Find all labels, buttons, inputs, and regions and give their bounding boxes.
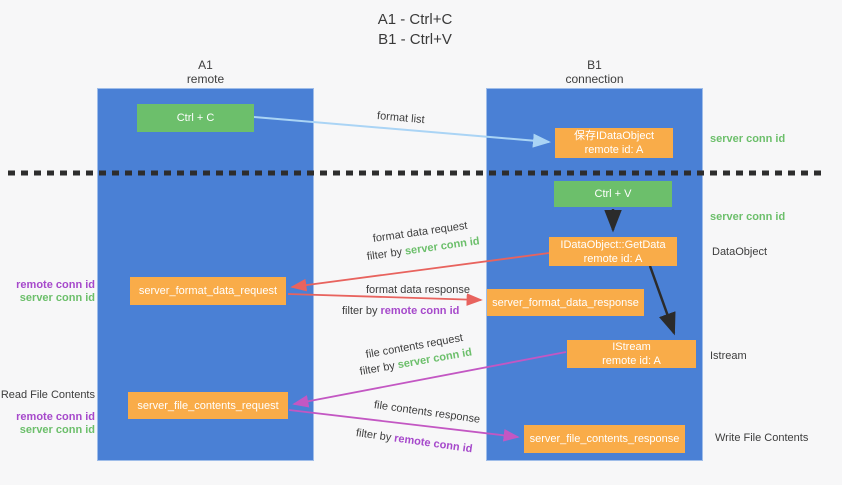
title-line-1: A1 - Ctrl+C bbox=[377, 11, 453, 28]
node-istream-line2: remote id: A bbox=[602, 355, 661, 367]
node-ctrl-v: Ctrl + V bbox=[554, 181, 672, 207]
left-server-conn-id-1: server conn id bbox=[19, 292, 95, 304]
node-save-idataobject: 保存IDataObject remote id: A bbox=[555, 128, 673, 158]
left-remote-conn-id-2: remote conn id bbox=[16, 411, 95, 423]
left-remote-conn-id-1: remote conn id bbox=[16, 279, 95, 291]
right-column-subtitle: connection bbox=[565, 72, 624, 86]
diagram-title: A1 - Ctrl+C B1 - Ctrl+V bbox=[290, 10, 540, 50]
left-column-title: A1 bbox=[198, 58, 213, 72]
right-server-conn-id-1: server conn id bbox=[710, 133, 786, 145]
arrow-getdata-to-istream bbox=[648, 265, 676, 336]
node-ctrl-c-label: Ctrl + C bbox=[176, 112, 215, 124]
right-server-conn-id-2: server conn id bbox=[710, 211, 786, 223]
right-write-file-contents-label: Write File Contents bbox=[715, 432, 809, 444]
arrow-file-contents-request bbox=[292, 351, 567, 408]
title-line-2: B1 - Ctrl+V bbox=[378, 31, 452, 48]
node-server-file-contents-request-label: server_file_contents_request bbox=[137, 399, 279, 412]
arrow-format-data-response bbox=[287, 293, 483, 306]
node-idataobject-getdata-line1: IDataObject::GetData bbox=[560, 238, 666, 251]
node-server-format-data-request-label: server_format_data_request bbox=[138, 285, 278, 297]
node-istream: IStream remote id: A bbox=[567, 340, 696, 368]
node-ctrl-c: Ctrl + C bbox=[137, 104, 254, 132]
right-column-header: B1 connection bbox=[536, 58, 653, 86]
left-column-subtitle: remote bbox=[186, 72, 225, 86]
left-server-conn-id-2: server conn id bbox=[19, 424, 95, 436]
left-label-read-file-contents-group: Read File Contents remote conn id server… bbox=[0, 389, 95, 437]
node-save-idataobject-line1: 保存IDataObject bbox=[573, 130, 655, 142]
node-idataobject-getdata-line2: remote id: A bbox=[583, 252, 643, 265]
node-istream-line1: IStream bbox=[612, 341, 651, 353]
node-save-idataobject-line2: remote id: A bbox=[584, 144, 644, 156]
filter-by-text: filter by bbox=[342, 305, 381, 317]
right-column-title: B1 bbox=[587, 58, 602, 72]
left-label-conn-ids-top: remote conn id server conn id bbox=[0, 279, 95, 305]
left-column-header: A1 remote bbox=[147, 58, 264, 86]
read-file-contents-label: Read File Contents bbox=[0, 389, 95, 401]
node-server-file-contents-response-label: server_file_contents_response bbox=[529, 433, 680, 445]
node-ctrl-v-label: Ctrl + V bbox=[594, 188, 632, 200]
right-dataobject-label: DataObject bbox=[712, 246, 768, 258]
arrow-file-contents-response bbox=[288, 409, 520, 442]
arrow-format-list bbox=[253, 116, 551, 148]
node-server-file-contents-response: server_file_contents_response bbox=[524, 425, 685, 453]
node-server-format-data-response: server_format_data_response bbox=[487, 289, 644, 316]
node-server-format-data-request: server_format_data_request bbox=[130, 277, 286, 305]
node-server-format-data-response-label: server_format_data_response bbox=[492, 296, 639, 309]
label-filter-by-remote-conn-id-1: filter by remote conn id bbox=[342, 305, 459, 318]
remote-conn-id-text: remote conn id bbox=[380, 305, 460, 317]
arrow-format-data-request bbox=[290, 252, 550, 292]
node-server-file-contents-request: server_file_contents_request bbox=[128, 392, 288, 419]
label-format-data-response: format data response bbox=[366, 284, 470, 296]
right-istream-label: Istream bbox=[710, 350, 747, 362]
node-idataobject-getdata: IDataObject::GetData remote id: A bbox=[549, 237, 677, 266]
